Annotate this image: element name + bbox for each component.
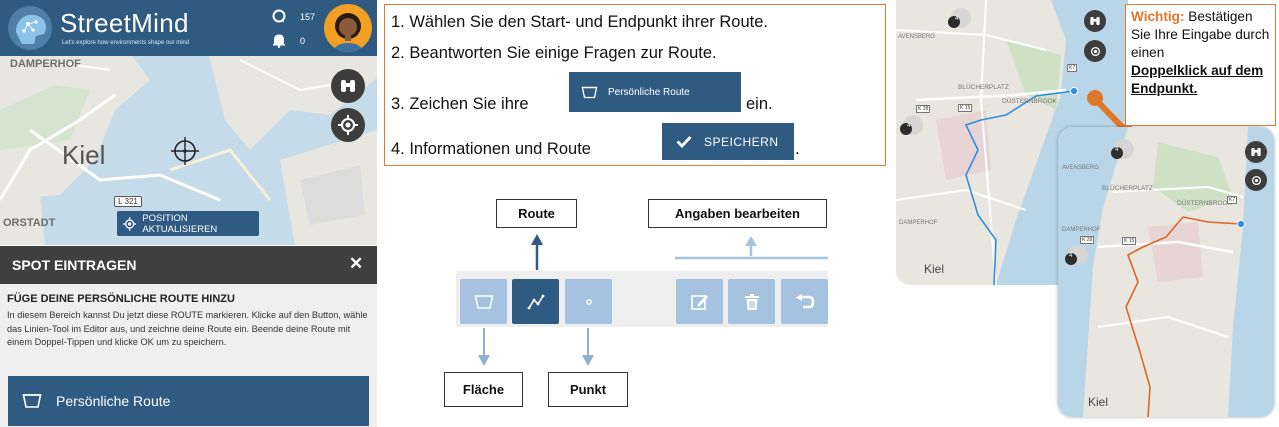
map-place-label: DAMPERHOF: [10, 58, 81, 70]
note-text: Bestätigen Sie Ihre Eingabe durch einen: [1131, 9, 1270, 60]
undo-button[interactable]: [781, 279, 828, 324]
phone-screen: DAMPERHOF Kiel ORSTADT L 321 POSITION AK…: [0, 0, 377, 427]
map-city-label: Kiel: [1088, 395, 1109, 409]
app-name: StreetMind: [60, 8, 189, 38]
update-position-label: POSITION AKTUALISIEREN: [142, 212, 218, 235]
edit-button[interactable]: [676, 279, 723, 324]
avatar[interactable]: [324, 4, 372, 52]
point-tool-button[interactable]: [565, 279, 612, 324]
update-position-button[interactable]: POSITION AKTUALISIEREN: [117, 211, 259, 236]
map-place-label: BLÜCHERPLATZ: [1102, 185, 1153, 192]
map-place-label: AVENSBERG: [1062, 165, 1099, 171]
locate-icon: [338, 115, 358, 135]
road-label: K7: [1227, 196, 1238, 204]
locate-icon: [123, 216, 137, 231]
spot-description: In diesem Bereich kannst Du jetzt diese …: [7, 310, 368, 348]
road-label: K 15: [1122, 237, 1137, 245]
personal-route-button[interactable]: Persönliche Route: [8, 376, 369, 426]
map-city-label: Kiel: [62, 140, 106, 170]
edit-icon: [690, 294, 708, 310]
route-label-box: Route: [496, 199, 577, 228]
locate-button[interactable]: [331, 108, 365, 142]
road-label: K 28: [1080, 236, 1095, 244]
polyline-icon: [527, 294, 544, 309]
diagram-arrows: [478, 234, 828, 366]
road-label: K7: [1067, 64, 1078, 72]
notification-count: 0: [300, 36, 306, 46]
personal-route-label: Persönliche Route: [608, 86, 690, 98]
brain-logo-icon: [8, 6, 52, 50]
locate-icon: [1245, 169, 1267, 191]
personal-route-label: Persönliche Route: [56, 393, 171, 409]
save-button-example[interactable]: SPEICHERN: [662, 123, 794, 160]
map-screenshot-end: 4 4 AVENSBERG BLÜCHERPLATZ DÜSTERNBROOK …: [1058, 127, 1274, 417]
delete-button[interactable]: [728, 279, 775, 324]
step-4-suffix: .: [795, 140, 800, 158]
line-tool-button[interactable]: [512, 279, 559, 324]
spot-heading: FÜGE DEINE PERSÖNLICHE ROUTE HINZU: [7, 293, 235, 305]
spot-panel-header: SPOT EINTRAGEN ✕: [0, 246, 377, 284]
road-label: K 15: [958, 104, 973, 112]
binoculars-icon: [1084, 10, 1106, 32]
trash-icon: [744, 293, 759, 310]
map-badge: 4: [907, 123, 911, 129]
map-badge: 4: [1069, 253, 1073, 259]
road-label: K 28: [916, 105, 931, 113]
important-note: Wichtig: Bestätigen Sie Ihre Eingabe dur…: [1125, 4, 1276, 126]
road-label: L 321: [114, 196, 142, 207]
personal-route-button-example[interactable]: Persönliche Route: [569, 72, 741, 112]
map-city-label: Kiel: [924, 262, 945, 276]
map-place-label: DAMPERHOF: [899, 220, 938, 226]
points-count: 157: [300, 12, 316, 22]
map-place-label: DAMPERHOF: [1062, 227, 1101, 233]
polygon-icon: [474, 294, 493, 309]
map-badge: 4: [955, 16, 959, 22]
map-place-label: AVENSBERG: [898, 34, 935, 40]
app-header: StreetMind Let's explore how environment…: [0, 0, 377, 56]
binoculars-icon: [1245, 141, 1267, 163]
route-basket-icon: [581, 86, 598, 98]
instructions-box: 1. Wählen Sie den Start- und Endpunkt ih…: [384, 4, 886, 166]
save-label: SPEICHERN: [704, 134, 779, 149]
point-label-box: Punkt: [548, 372, 628, 407]
map-place-label: DÜSTERNBROOK: [1002, 98, 1057, 105]
map-place-label: ORSTADT: [3, 217, 56, 229]
app-tagline: Let's explore how environments shape our…: [62, 40, 190, 46]
area-label-box: Fläche: [444, 372, 523, 407]
map-badge: 4: [1115, 147, 1119, 153]
locate-icon: [1084, 40, 1106, 62]
spot-panel-body: FÜGE DEINE PERSÖNLICHE ROUTE HINZU In di…: [0, 284, 377, 427]
bell-icon: [273, 34, 285, 48]
step-3-suffix: ein.: [746, 95, 773, 113]
map-place-label: DÜSTERNBROOK: [1177, 200, 1232, 207]
step-3: 3. Zeichen Sie ihre: [391, 95, 529, 113]
note-warning: Wichtig:: [1131, 9, 1185, 24]
step-2: 2. Beantworten Sie einige Fragen zur Rou…: [391, 44, 717, 62]
edit-label-box: Angaben bearbeiten: [648, 199, 827, 228]
checkmark-icon: [676, 136, 692, 148]
point-icon: [585, 298, 592, 305]
step-1: 1. Wählen Sie den Start- und Endpunkt ih…: [391, 13, 768, 31]
area-tool-button[interactable]: [460, 279, 507, 324]
undo-icon: [795, 293, 814, 308]
close-icon[interactable]: ✕: [349, 254, 364, 273]
note-emphasis: Doppelklick auf dem Endpunkt.: [1131, 63, 1264, 96]
speech-bubble-icon: [272, 9, 286, 23]
map-place-label: BLÜCHERPLATZ: [958, 84, 1009, 91]
crosshair-icon: [170, 136, 200, 166]
step-4: 4. Informationen und Route: [391, 140, 591, 158]
route-basket-icon: [22, 394, 42, 408]
binoculars-button[interactable]: [331, 69, 365, 103]
binoculars-icon: [341, 80, 355, 92]
spot-panel-title: SPOT EINTRAGEN: [12, 257, 137, 273]
